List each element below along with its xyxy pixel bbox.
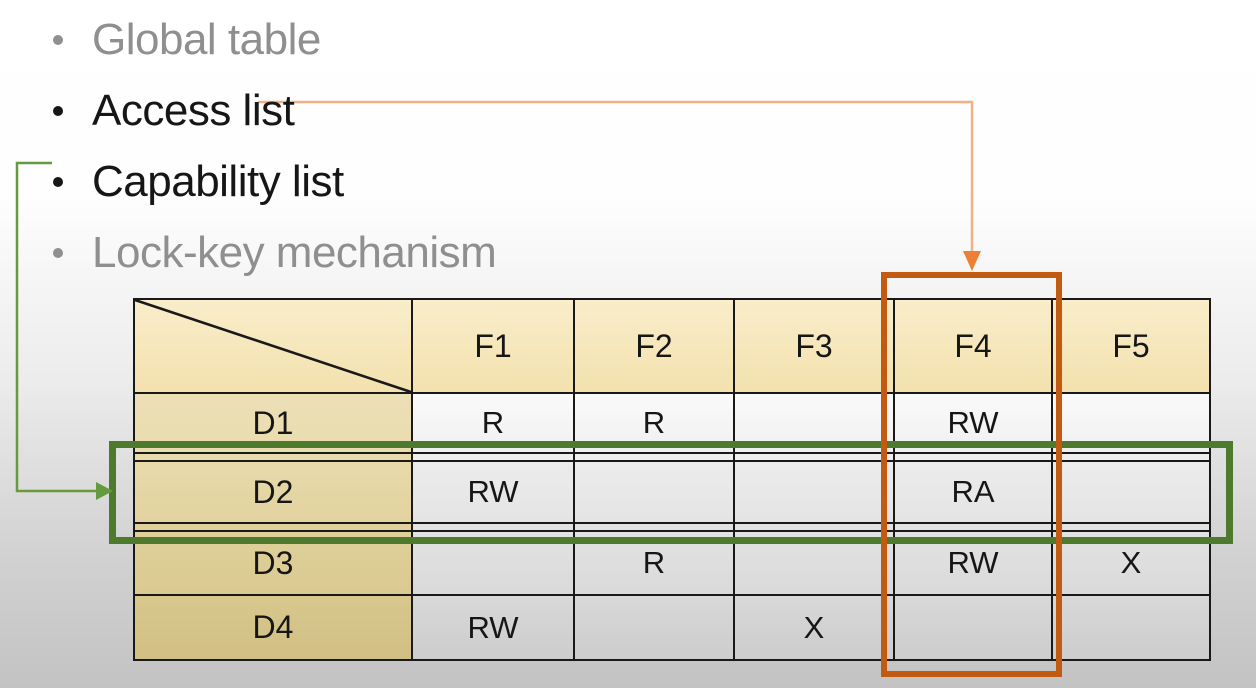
cell-d2-f4: RA: [895, 462, 1051, 522]
row-label-d2: D2: [135, 462, 411, 522]
bullet-label: Lock-key mechanism: [92, 227, 497, 277]
table-grid-spacer: [735, 454, 893, 460]
table-grid-spacer: [735, 524, 893, 530]
bullet-item-access-list: Access list: [53, 75, 496, 146]
bullet-dot-icon: [53, 34, 63, 45]
diagonal-line-icon: [135, 300, 411, 392]
bullet-item-lock-key: Lock-key mechanism: [53, 217, 497, 288]
table-grid-spacer: [413, 454, 573, 460]
cell-d4-f3: X: [735, 596, 893, 659]
col-header-f1: F1: [413, 300, 573, 392]
cell-d4-f4: [895, 596, 1051, 659]
table-grid-spacer: [1053, 454, 1209, 460]
cell-d2-f3: [735, 462, 893, 522]
bullet-dot-icon: [53, 247, 63, 258]
bullet-label: Access list: [92, 85, 295, 135]
d2-row-highlight-box: [109, 441, 1233, 544]
cell-d4-f5: [1053, 596, 1209, 659]
table-grid-spacer: [1053, 524, 1209, 530]
bullet-dot-icon: [53, 176, 63, 187]
bullet-label: Capability list: [92, 156, 344, 206]
cell-d4-f2: [575, 596, 733, 659]
col-header-f5: F5: [1053, 300, 1209, 392]
bullet-item-capability-list: Capability list: [53, 146, 496, 217]
table-grid-spacer: [895, 454, 1051, 460]
bullet-item-global-table: Global table: [53, 4, 496, 75]
table-corner-cell: [135, 300, 411, 392]
row-label-d4: D4: [135, 596, 411, 659]
table-grid-spacer: [895, 524, 1051, 530]
cell-d2-f1: RW: [413, 462, 573, 522]
bullet-list: Global table Access list Capability list…: [53, 4, 497, 288]
table-grid-spacer: [135, 454, 411, 460]
cell-d4-f1: RW: [413, 596, 573, 659]
table-grid-spacer: [135, 524, 411, 530]
col-header-f2: F2: [575, 300, 733, 392]
table-grid-spacer: [413, 524, 573, 530]
bullet-label: Global table: [92, 14, 321, 64]
col-header-f3: F3: [735, 300, 893, 392]
col-header-f4: F4: [895, 300, 1051, 392]
f4-column-highlight-box: [881, 272, 1062, 677]
table-grid-spacer: [575, 524, 733, 530]
table-grid-spacer: [575, 454, 733, 460]
arrowhead-down-icon: [963, 251, 981, 271]
cell-d2-f2: [575, 462, 733, 522]
bullet-dot-icon: [53, 105, 63, 116]
cell-d2-f5: [1053, 462, 1209, 522]
